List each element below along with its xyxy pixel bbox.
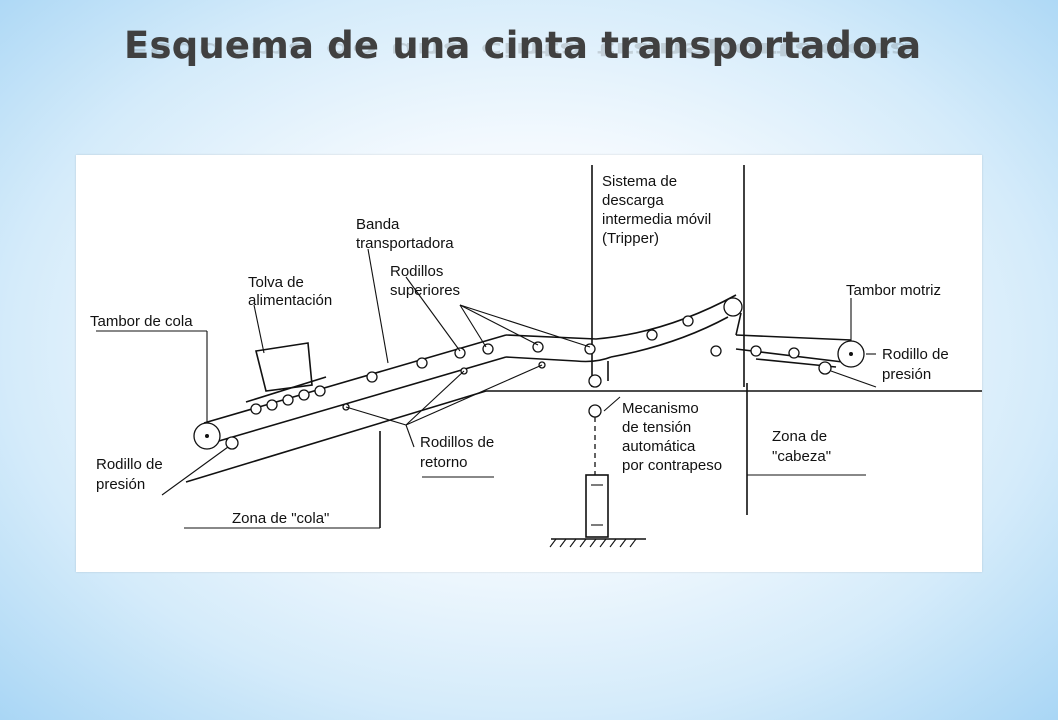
label-rodillos-superiores-1: Rodillos [390,263,443,280]
label-tolva-2: alimentación [248,292,332,309]
label-rodillo-presion-izq-2: presión [96,476,145,493]
label-mecanismo-4: por contrapeso [622,457,722,474]
upper-idler [646,329,658,341]
hopper-base [245,376,327,403]
head-pressure-roller [818,361,832,375]
leader-lines [96,248,877,529]
upper-idler [298,389,310,401]
label-banda-transportadora-2: transportadora [356,235,454,252]
upper-idler [788,347,800,359]
tripper-return-belt [610,316,729,358]
head-drum-axle [849,352,853,356]
tension-pulley-bottom [588,404,602,418]
label-mecanismo-3: automática [622,438,696,455]
upper-idler [250,403,262,415]
return-idlers [342,361,546,411]
conveyor-diagram: Banda transportadora Tolva de alimentaci… [76,155,982,572]
tension-pulley-top [588,374,602,388]
upper-idler [282,394,294,406]
label-tambor-cola: Tambor de cola [90,313,193,330]
label-rodillo-presion-der-1: Rodillo de [882,346,949,363]
label-tolva-1: Tolva de [248,274,304,291]
hopper-body [255,342,313,392]
upper-idlers [250,315,800,415]
belt-bottom-tail [211,356,507,444]
upper-idler [314,385,326,397]
label-sistema-descarga-3: intermedia móvil [602,211,711,228]
belt-bottom-mid [505,356,612,363]
upper-idler [266,399,278,411]
label-tambor-motriz: Tambor motriz [846,282,941,299]
counterweight [585,474,609,538]
label-zona-cabeza-2: "cabeza" [772,448,831,465]
label-mecanismo-2: de tensión [622,419,691,436]
label-rodillo-presion-der-2: presión [882,366,931,383]
upper-idler [710,345,722,357]
slide-title: Esquema de una cinta transportadora [124,24,922,67]
label-banda-transportadora-1: Banda [356,216,400,233]
label-zona-cabeza-1: Zona de [772,428,827,445]
tail-pressure-roller [225,436,239,450]
label-sistema-descarga-1: Sistema de [602,173,677,190]
label-rodillos-retorno-1: Rodillos de [420,434,494,451]
upper-idler [750,345,762,357]
ground-hatch [549,538,637,548]
upper-idler [532,341,544,353]
upper-idler [366,371,378,383]
label-rodillos-retorno-2: retorno [420,454,468,471]
label-rodillos-superiores-2: superiores [390,282,460,299]
upper-idler [416,357,428,369]
tail-base-line [185,390,487,483]
tripper-descent [735,312,742,336]
label-rodillo-presion-izq-1: Rodillo de [96,456,163,473]
upper-idler [682,315,694,327]
tripper-pulley [723,297,743,317]
belt-top-head [735,334,852,341]
label-sistema-descarga-4: (Tripper) [602,230,659,247]
tail-drum-axle [205,434,209,438]
conveyor-diagram-svg: Banda transportadora Tolva de alimentaci… [90,165,982,548]
label-mecanismo-1: Mecanismo [622,400,699,417]
label-zona-cola: Zona de "cola" [232,510,329,527]
upper-idler [454,347,466,359]
label-sistema-descarga-2: descarga [602,192,664,209]
belt-top-mid [505,294,737,340]
